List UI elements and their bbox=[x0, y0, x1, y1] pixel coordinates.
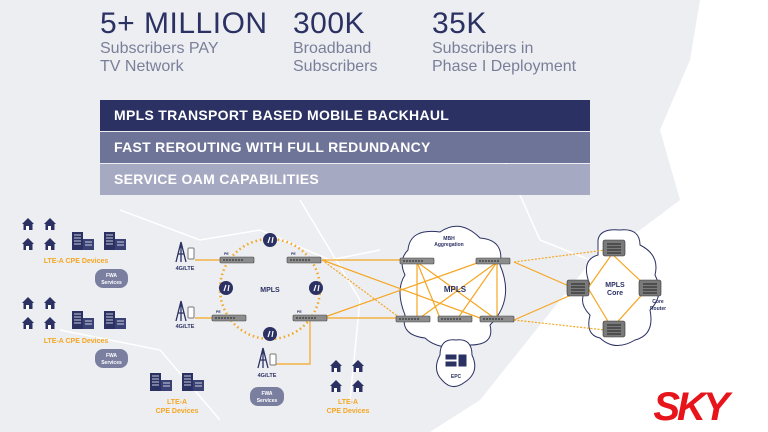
stat-broadband: 300K Broadband Subscribers bbox=[293, 8, 377, 76]
stat-caption: Broadband bbox=[293, 40, 372, 57]
cpe-label: CPE Devices bbox=[327, 408, 370, 415]
stat-caption: Subscribers bbox=[293, 58, 378, 75]
stat-value: 5+ MILLION bbox=[100, 7, 268, 40]
stat-caption: Subscribers PAY bbox=[100, 40, 219, 57]
stat-phase1: 35K Subscribers in Phase I Deployment bbox=[432, 8, 576, 76]
stat-caption: TV Network bbox=[100, 58, 184, 75]
core-router bbox=[566, 279, 590, 297]
stat-caption: Subscribers in bbox=[432, 40, 534, 57]
epc-label: EPC bbox=[451, 374, 462, 380]
core-router bbox=[602, 320, 626, 338]
banner-service-oam: SERVICE OAM CAPABILITIES bbox=[100, 164, 590, 195]
aggregation-switch bbox=[479, 315, 515, 323]
pe-router bbox=[219, 256, 255, 264]
epc-cloud: EPC bbox=[436, 339, 476, 387]
fwa-services-bottom: FWA Services bbox=[250, 387, 284, 406]
stat-subscribers-paytv: 5+ MILLION Subscribers PAY TV Network bbox=[100, 8, 268, 76]
ring-label: MPLS bbox=[260, 287, 280, 294]
core-cloud bbox=[582, 229, 660, 346]
banner-fast-rerouting: FAST REROUTING WITH FULL REDUNDANCY bbox=[100, 132, 590, 163]
cpe-group-2: LTE-A CPE Devices FWA Services bbox=[22, 297, 128, 368]
pe-router bbox=[286, 256, 322, 264]
pe-router bbox=[211, 314, 247, 322]
router-icon bbox=[218, 280, 234, 296]
stat-value: 300K bbox=[293, 7, 366, 40]
cpe-group-1: LTE-A CPE Devices FWA Services bbox=[22, 218, 128, 288]
tower-label: 4G/LTE bbox=[176, 324, 195, 330]
cell-tower-icon bbox=[175, 300, 195, 322]
fwa-label: FWA bbox=[106, 273, 117, 279]
aggregation-switch bbox=[475, 257, 511, 265]
router-icon bbox=[262, 326, 278, 342]
core-router-label: Router bbox=[650, 306, 666, 312]
cpe-label: LTE-A bbox=[167, 399, 187, 406]
cell-tower-icon bbox=[257, 347, 277, 369]
core-label: Core bbox=[607, 290, 623, 297]
aggregation-switch bbox=[395, 315, 431, 323]
router-icon bbox=[308, 280, 324, 296]
cpe-label: CPE Devices bbox=[156, 408, 199, 415]
cpe-label: LTE-A CPE Devices bbox=[44, 338, 109, 345]
pe-label: PE bbox=[297, 310, 302, 314]
links bbox=[195, 249, 649, 365]
agg-label: MPLS bbox=[444, 285, 467, 294]
agg-title: Aggregation bbox=[434, 242, 463, 248]
cpe-label: LTE-A bbox=[338, 399, 358, 406]
cell-tower-icon bbox=[175, 241, 195, 263]
cpe-group-3: LTE-A CPE Devices bbox=[149, 372, 205, 415]
fwa-label: Services bbox=[101, 360, 122, 366]
cpe-label: LTE-A CPE Devices bbox=[44, 258, 109, 265]
pe-label: PE bbox=[216, 310, 221, 314]
tower-label: 4G/LTE bbox=[258, 373, 277, 379]
cpe-group-4: LTE-A CPE Devices bbox=[327, 360, 370, 415]
pe-label: PE bbox=[224, 252, 229, 256]
core-router bbox=[638, 279, 662, 297]
stat-caption: Phase I Deployment bbox=[432, 58, 577, 75]
core-router-label: Core bbox=[652, 299, 664, 305]
fwa-label: FWA bbox=[106, 353, 117, 359]
stat-value: 35K bbox=[432, 7, 487, 40]
aggregation-switch bbox=[399, 257, 435, 265]
pe-router bbox=[292, 314, 328, 322]
pe-label: PE bbox=[291, 252, 296, 256]
tower-label: 4G/LTE bbox=[176, 266, 195, 272]
agg-title: MBH bbox=[443, 236, 455, 242]
core-router bbox=[602, 239, 626, 257]
sky-logo: SKY bbox=[653, 385, 733, 429]
fwa-label: Services bbox=[257, 398, 278, 404]
core-label: MPLS bbox=[605, 282, 625, 289]
fwa-label: Services bbox=[101, 280, 122, 286]
fwa-label: FWA bbox=[261, 391, 272, 397]
aggregation-switch bbox=[437, 315, 473, 323]
banner-mpls-backhaul: MPLS TRANSPORT BASED MOBILE BACKHAUL bbox=[100, 100, 590, 131]
router-icon bbox=[262, 232, 278, 248]
